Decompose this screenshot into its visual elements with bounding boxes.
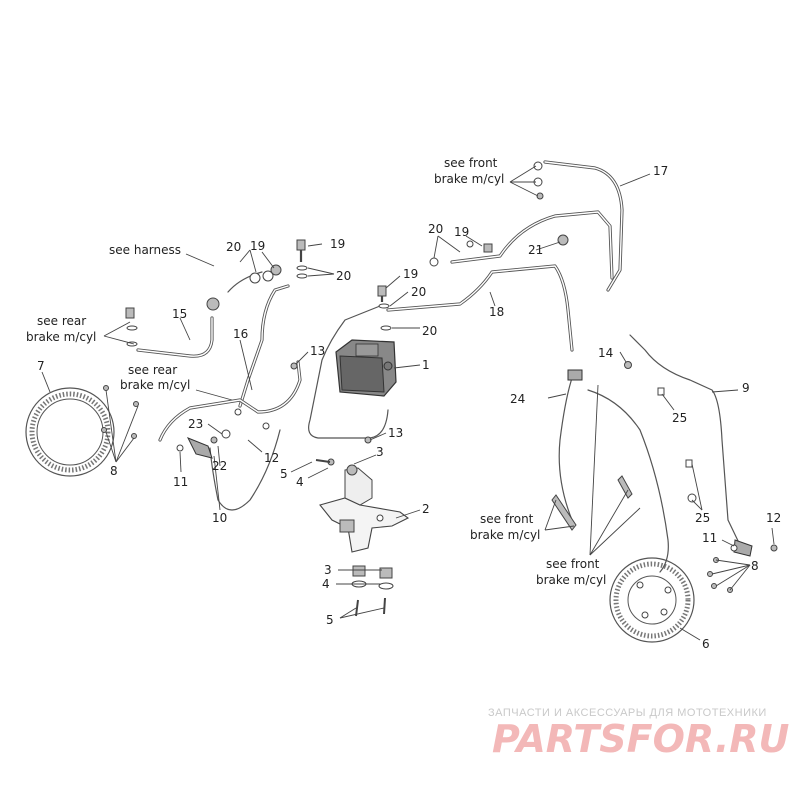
note-see-harness: see harness xyxy=(109,243,181,257)
front-wheel-sensor-9 xyxy=(629,334,753,557)
callout-19: 19 xyxy=(454,225,469,239)
callout-10: 10 xyxy=(212,511,227,525)
callout-5: 5 xyxy=(280,467,288,481)
abs-tone-ring-rear xyxy=(25,387,115,477)
svg-text:ЗАПЧАСТИ И АКСЕССУАРЫ ДЛЯ МОТО: ЗАПЧАСТИ И АКСЕССУАРЫ ДЛЯ МОТОТЕХНИКИ xyxy=(488,707,767,719)
abs-tone-ring-front xyxy=(609,557,695,643)
svg-text:brake m/cyl: brake m/cyl xyxy=(536,573,606,587)
callout-23: 23 xyxy=(188,417,203,431)
rear-wheel-sensor-10 xyxy=(186,429,281,511)
front-wheel-sensor-24 xyxy=(558,369,669,573)
callout-12: 12 xyxy=(264,451,279,465)
note-see-front-brake-mcyl-low: see front xyxy=(546,557,600,571)
callout-13: 13 xyxy=(388,426,403,440)
callout-15: 15 xyxy=(172,307,187,321)
callout-7: 7 xyxy=(37,359,45,373)
svg-text:brake m/cyl: brake m/cyl xyxy=(470,528,540,542)
note-see-rear-brake-mcyl: see rear xyxy=(37,314,86,328)
callout-4: 4 xyxy=(322,577,330,591)
callout-20: 20 xyxy=(226,240,241,254)
callout-5: 5 xyxy=(326,613,334,627)
callout-25: 25 xyxy=(672,411,687,425)
callout-24: 24 xyxy=(510,392,525,406)
harness-wire xyxy=(227,271,263,293)
callout-14: 14 xyxy=(598,346,613,360)
callout-3: 3 xyxy=(324,563,332,577)
callout-16: 16 xyxy=(233,327,248,341)
svg-text:brake m/cyl: brake m/cyl xyxy=(120,378,190,392)
brake-hose-17 xyxy=(543,160,624,292)
callout-4: 4 xyxy=(296,475,304,489)
callout-20: 20 xyxy=(411,285,426,299)
callout-25: 25 xyxy=(695,511,710,525)
callout-13: 13 xyxy=(310,344,325,358)
callout-1: 1 xyxy=(422,358,430,372)
callout-2: 2 xyxy=(422,502,430,516)
banjo-bolts xyxy=(101,161,778,593)
callout-11: 11 xyxy=(173,475,188,489)
brake-hose-16 xyxy=(238,284,290,408)
callout-20: 20 xyxy=(428,222,443,236)
callout-6: 6 xyxy=(702,637,710,651)
note-see-rear-brake-mcyl-2: see rear xyxy=(128,363,177,377)
callout-20: 20 xyxy=(336,269,351,283)
reference-notes: see front brake m/cyl see harness see re… xyxy=(26,156,606,587)
brake-hose-18 xyxy=(386,264,574,352)
callout-20: 20 xyxy=(422,324,437,338)
callout-8: 8 xyxy=(751,559,759,573)
svg-text:brake m/cyl: brake m/cyl xyxy=(434,172,504,186)
callout-12: 12 xyxy=(766,511,781,525)
brake-hose-rear xyxy=(158,360,302,442)
callout-8: 8 xyxy=(110,464,118,478)
abs-mounting-bracket xyxy=(319,464,410,553)
callout-19: 19 xyxy=(250,239,265,253)
callout-3: 3 xyxy=(376,445,384,459)
brake-hose-upper xyxy=(450,210,614,280)
svg-text:brake m/cyl: brake m/cyl xyxy=(26,330,96,344)
callout-18: 18 xyxy=(489,305,504,319)
leader-lines xyxy=(41,165,775,641)
callout-9: 9 xyxy=(742,381,750,395)
callout-numbers: 1 2 3 3 4 4 5 5 6 7 8 8 9 10 11 11 12 12… xyxy=(37,164,781,651)
callout-21: 21 xyxy=(528,243,543,257)
note-see-front-brake-mcyl-top: see front xyxy=(444,156,498,170)
svg-text:PARTSFOR.RU: PARTSFOR.RU xyxy=(492,717,790,761)
callout-11: 11 xyxy=(702,531,717,545)
callout-17: 17 xyxy=(653,164,668,178)
note-see-front-brake-mcyl-mid: see front xyxy=(480,512,534,526)
watermark-logo: ЗАПЧАСТИ И АКСЕССУАРЫ ДЛЯ МОТОТЕХНИКИ PA… xyxy=(488,707,790,761)
callout-22: 22 xyxy=(212,459,227,473)
brake-hose-15 xyxy=(136,316,214,358)
callout-19: 19 xyxy=(330,237,345,251)
brake-pipe-to-abs xyxy=(308,305,389,439)
abs-modulator-unit xyxy=(335,339,397,397)
callout-19: 19 xyxy=(403,267,418,281)
